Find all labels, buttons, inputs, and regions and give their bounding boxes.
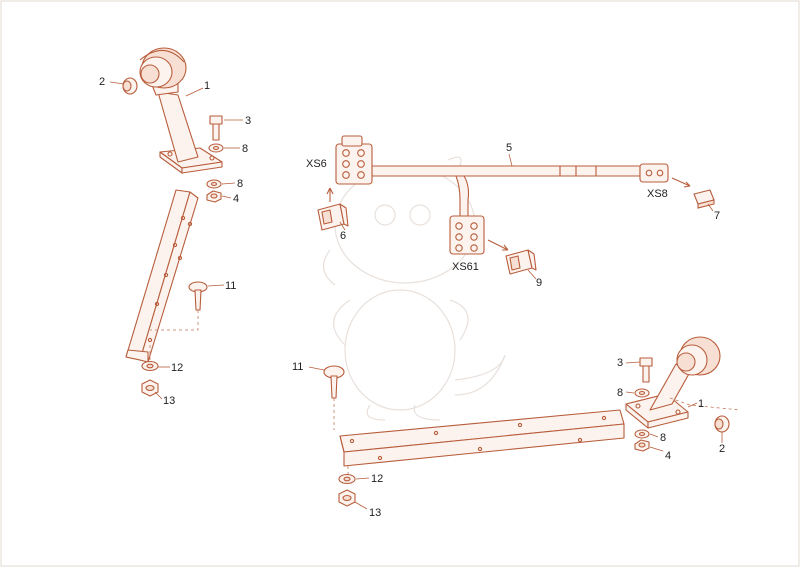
left-nut-4 <box>206 190 222 203</box>
callout-7: 7 <box>714 210 720 222</box>
right-nut-13 <box>338 489 356 507</box>
plug-6 <box>317 203 349 231</box>
connector-label-xs8: XS8 <box>647 188 668 200</box>
callout-2-right: 2 <box>719 443 725 455</box>
callout-8-right-a: 8 <box>617 387 623 399</box>
callout-13-right: 13 <box>369 507 381 519</box>
right-lens-cap <box>714 415 730 433</box>
right-mounting-rail <box>339 409 625 467</box>
left-washer-8a <box>208 143 224 153</box>
left-lamp-arm <box>139 47 223 174</box>
callout-3-left: 3 <box>245 115 251 127</box>
watermark-mascot <box>323 156 506 421</box>
connector-xs6 <box>335 135 373 185</box>
left-carriage-bolt-11 <box>188 281 208 311</box>
connector-xs61 <box>449 215 485 255</box>
leader-lines <box>109 81 723 510</box>
terminal-7 <box>693 189 715 209</box>
left-washer-8b <box>206 179 222 189</box>
callout-3-right: 3 <box>617 357 623 369</box>
connector-label-xs6: XS6 <box>306 158 327 170</box>
right-lens-path <box>669 397 741 411</box>
callout-6: 6 <box>340 230 346 242</box>
xs6-arrow-head <box>326 187 334 195</box>
right-lamp-arm <box>625 336 721 429</box>
callout-11-right: 11 <box>292 361 303 373</box>
callout-5: 5 <box>506 142 512 154</box>
callout-1-right: 1 <box>698 398 704 410</box>
right-nut-4 <box>634 439 650 452</box>
callout-8-left-b: 8 <box>237 178 243 190</box>
callout-2-left: 2 <box>99 76 105 88</box>
callout-8-left-a: 8 <box>242 143 248 155</box>
xs61-arrow-head <box>502 244 509 251</box>
right-bolt-3 <box>639 357 653 383</box>
callout-1-left: 1 <box>204 80 210 92</box>
left-washer-12 <box>141 360 159 372</box>
xs8-arrow-head <box>683 181 691 188</box>
left-nut-13 <box>141 379 159 397</box>
callout-12-left: 12 <box>171 362 183 374</box>
plug-9 <box>505 249 537 275</box>
xs8-arrow <box>671 177 691 187</box>
xs61-arrow <box>487 239 509 251</box>
left-mounting-rail <box>125 189 199 363</box>
right-washer-8a <box>634 388 650 398</box>
callout-8-right-b: 8 <box>660 432 666 444</box>
callout-13-left: 13 <box>163 395 175 407</box>
callout-4-right: 4 <box>665 450 671 462</box>
connector-label-xs61: XS61 <box>452 261 479 273</box>
right-washer-8b <box>634 429 650 439</box>
callout-9: 9 <box>536 277 542 289</box>
right-carriage-bolt-11 <box>323 365 345 399</box>
left-bolt-3 <box>209 115 223 141</box>
left-lens-cap <box>122 77 138 95</box>
left-bolt-path <box>150 310 199 331</box>
wiring-harness <box>371 165 641 217</box>
right-washer-12 <box>338 473 356 485</box>
callout-12-right: 12 <box>371 473 383 485</box>
callout-4-left: 4 <box>233 193 239 205</box>
callout-11-left: 11 <box>225 280 236 292</box>
connector-xs8 <box>639 163 669 183</box>
